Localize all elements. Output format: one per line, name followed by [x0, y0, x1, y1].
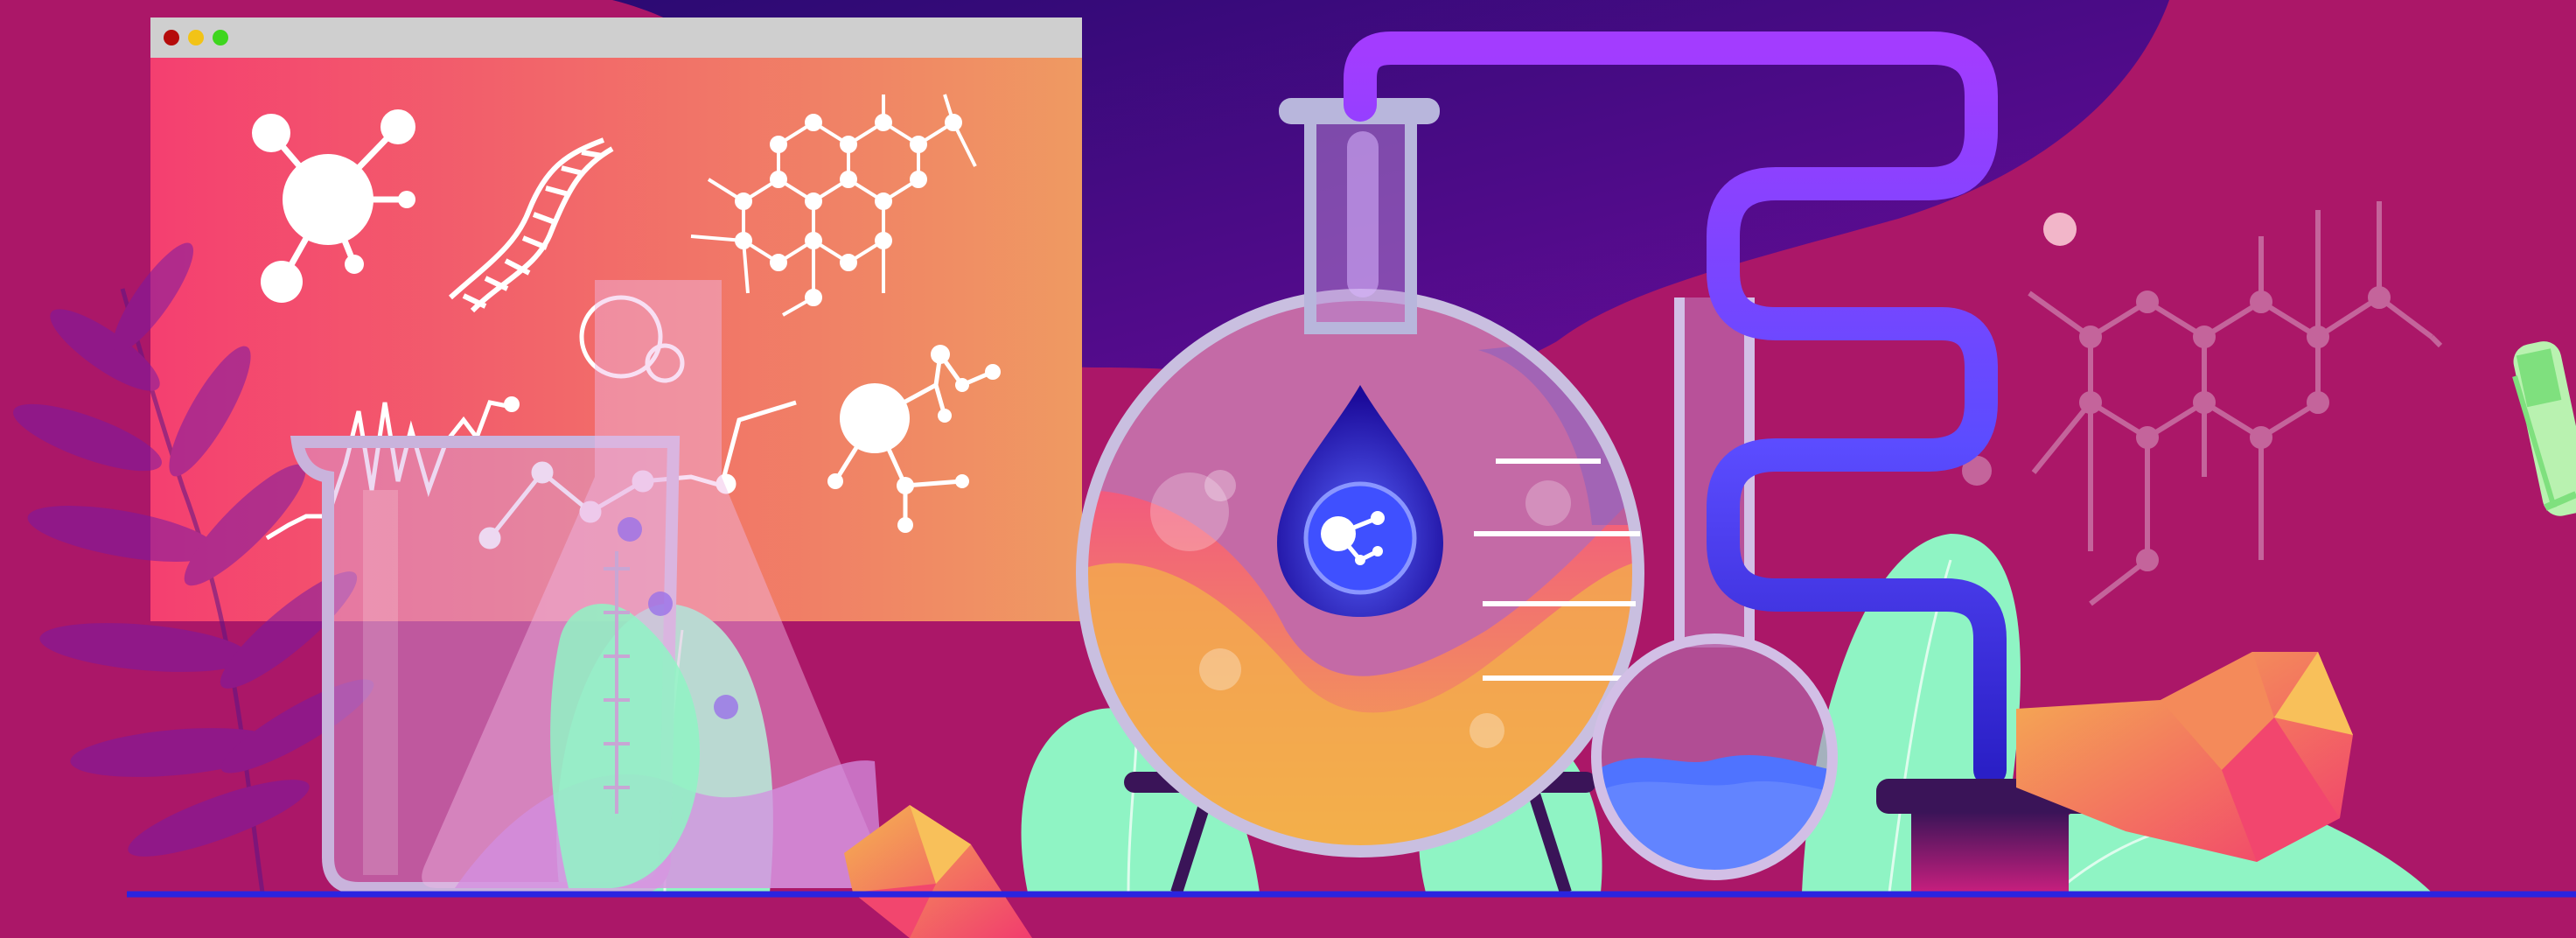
window-dot-green [213, 30, 228, 46]
faded-hexagon-molecule-icon [1962, 201, 2443, 606]
floating-bubble [2043, 213, 2077, 246]
small-molecule-icon [827, 345, 1001, 533]
fern-plant [13, 242, 374, 893]
scatter-line [478, 400, 797, 550]
window-dot-yellow [188, 30, 204, 46]
molecule-icon [252, 109, 415, 303]
measurement-lines [1474, 458, 1640, 681]
test-tube-icon [2512, 341, 2576, 516]
hexagon-molecule-icon [690, 94, 977, 317]
erlenmeyer-flask [422, 280, 886, 888]
bubbles-icon [579, 295, 685, 383]
crystal-right [2016, 652, 2353, 862]
browser-window [150, 18, 1082, 621]
dna-icon [449, 137, 614, 313]
atom-drop-icon [1277, 385, 1443, 617]
window-dot-red [164, 30, 179, 46]
window-panel [150, 18, 1082, 621]
window-title-bar [150, 18, 1082, 58]
condenser-tube [1344, 32, 2007, 787]
